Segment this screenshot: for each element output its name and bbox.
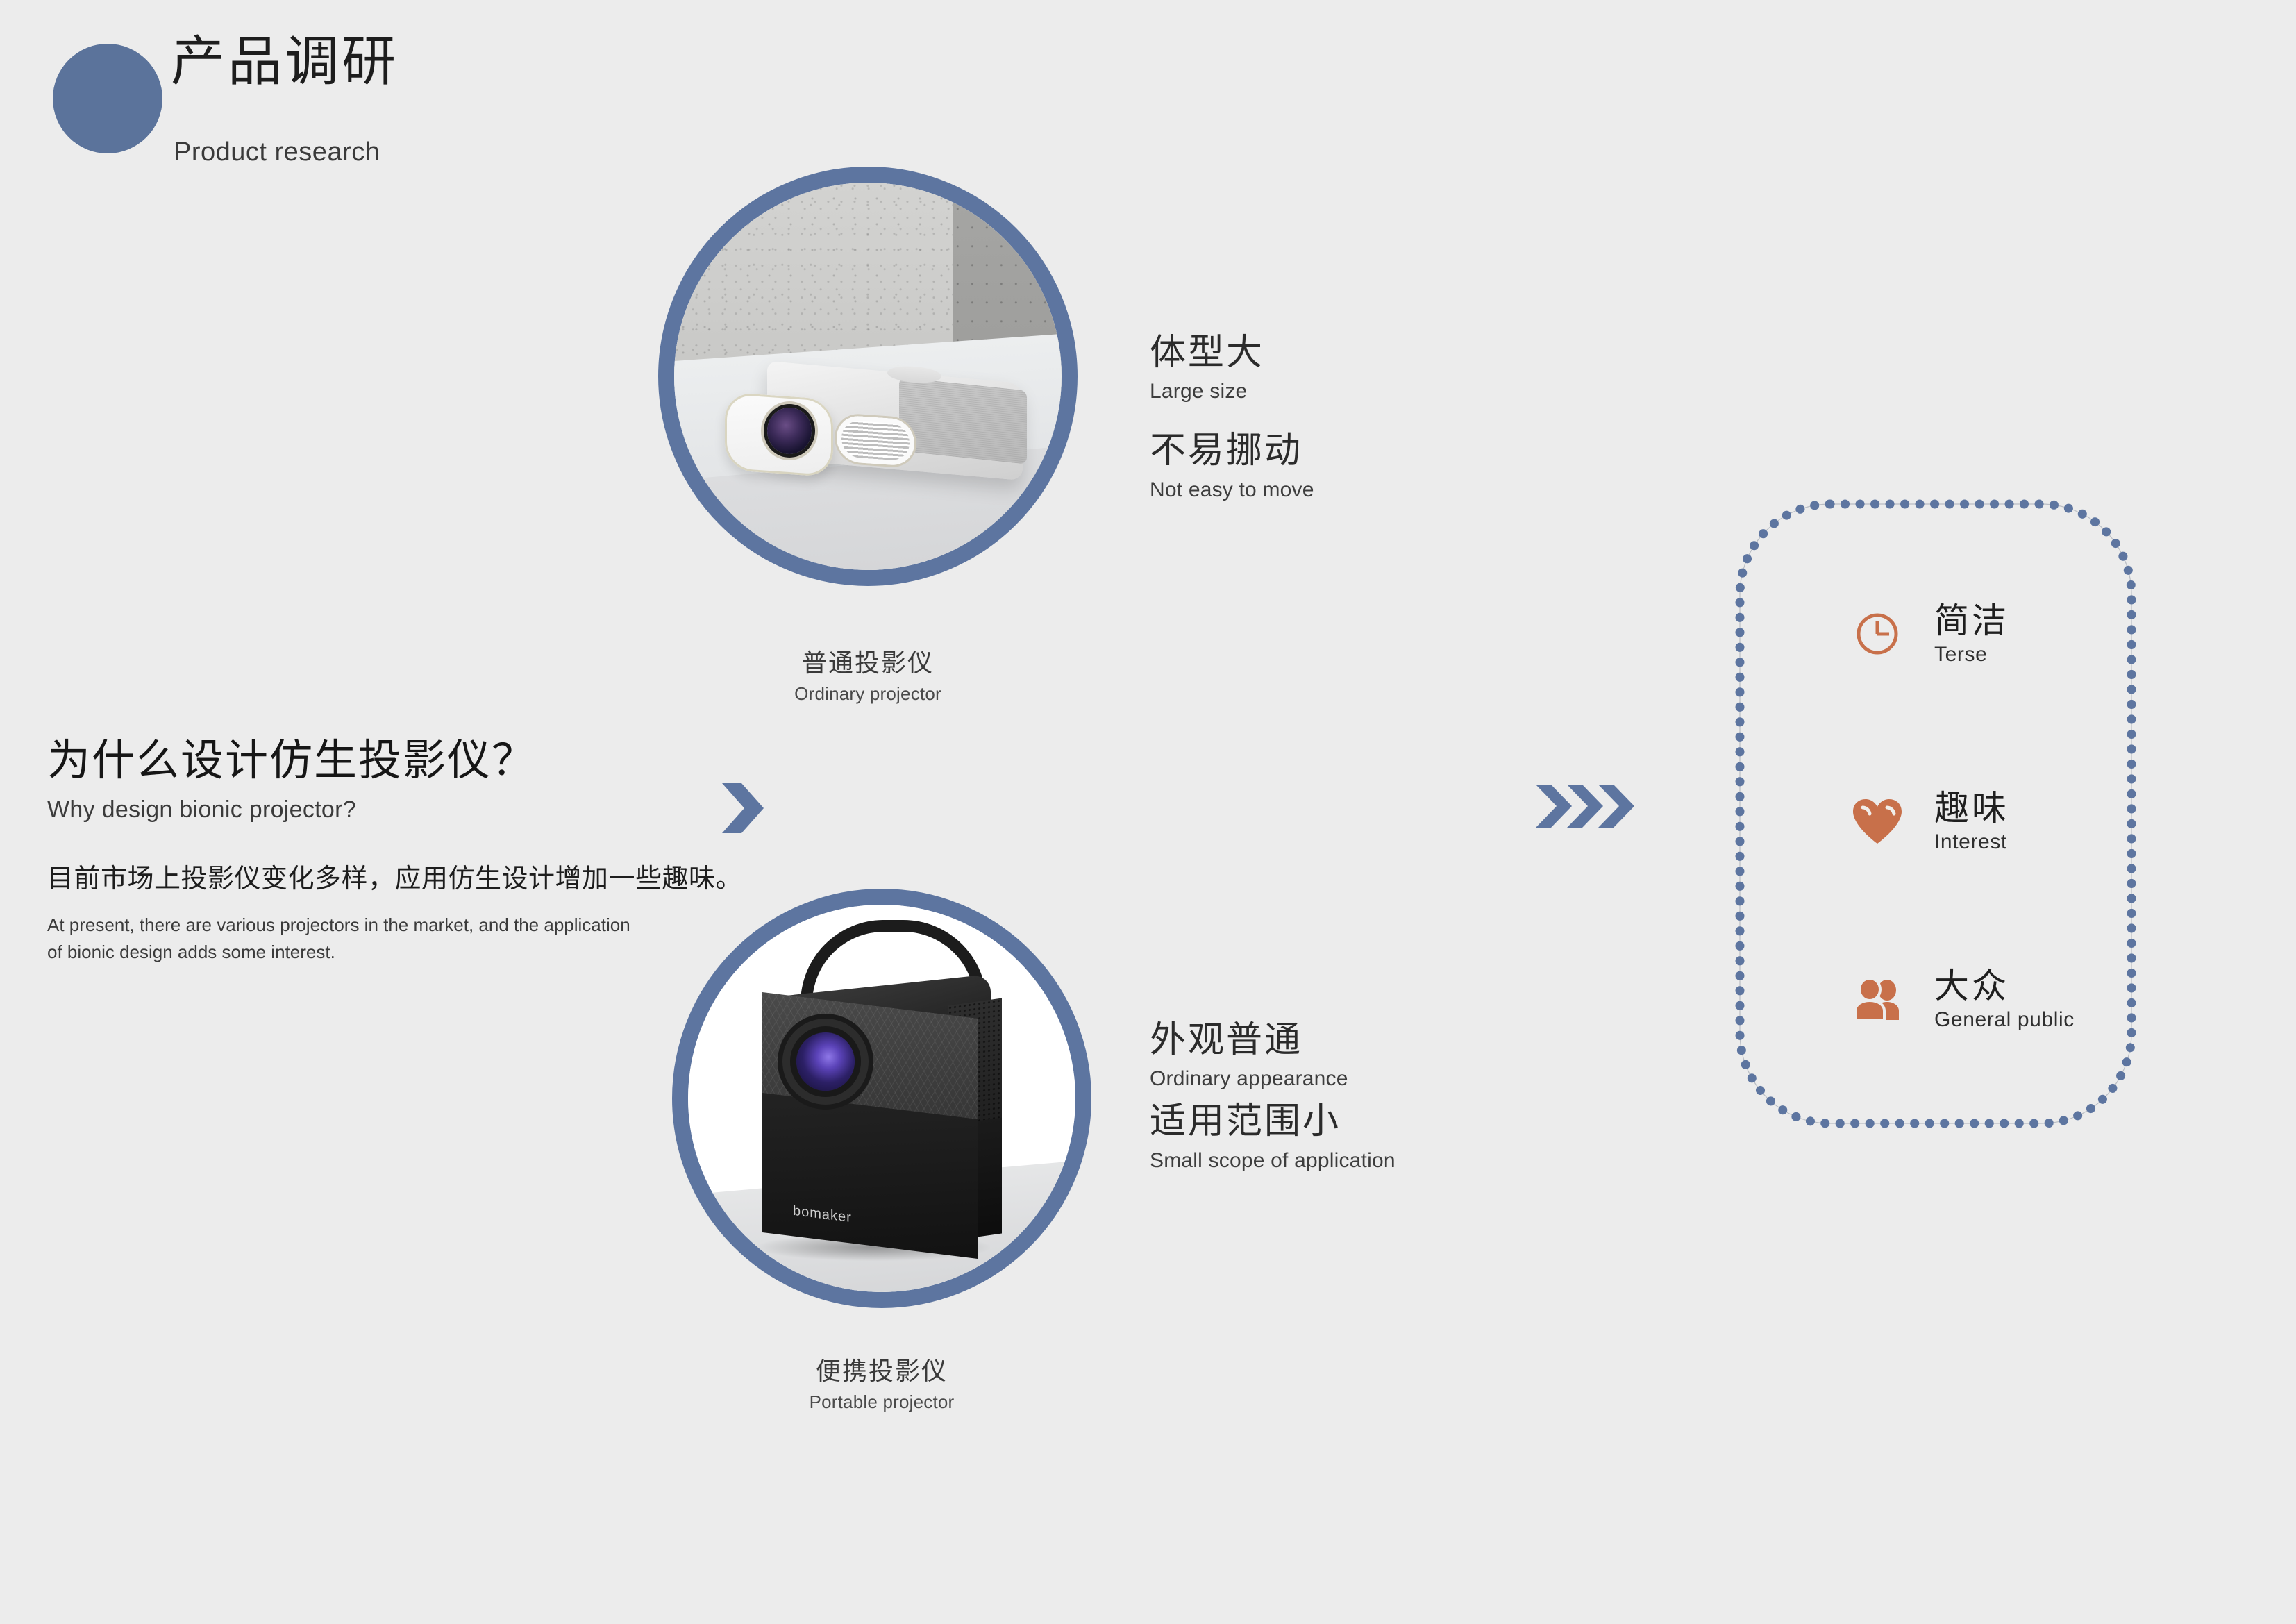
feature-2-en: Not easy to move xyxy=(1150,478,1314,501)
keyword-item-interest: 趣味 Interest xyxy=(1845,789,2009,854)
portable-projector-photo: bomaker xyxy=(688,905,1075,1292)
clock-icon xyxy=(1845,602,1909,666)
dotted-rounded-border xyxy=(1735,499,2136,1128)
keyword-en: Interest xyxy=(1934,830,2007,853)
chevron-right-triple-icon xyxy=(1536,785,1634,828)
feature-2-cn: 不易挪动 xyxy=(1150,430,1303,471)
why-design-block: 为什么设计仿生投影仪？ Why design bionic projector?… xyxy=(47,736,743,966)
heart-icon xyxy=(1845,789,1909,853)
caption-cn: 普通投影仪 xyxy=(801,648,934,677)
caption-cn: 便携投影仪 xyxy=(815,1357,948,1385)
caption-ordinary-projector: 普通投影仪 Ordinary projector xyxy=(660,643,1076,705)
keyword-item-general-public: 大众 General public xyxy=(1845,966,2075,1032)
slide-header: 产品调研 Product research xyxy=(53,31,678,167)
keyword-item-terse: 简洁 Terse xyxy=(1845,601,2009,667)
why-description-cn: 目前市场上投影仪变化多样，应用仿生设计增加一些趣味。 xyxy=(47,864,743,894)
keyword-en: Terse xyxy=(1934,643,1988,666)
keyword-text: 趣味 Interest xyxy=(1934,789,2009,854)
keyword-cn: 简洁 xyxy=(1934,601,2009,640)
keyword-cn: 趣味 xyxy=(1934,789,2009,828)
feature-1-en: Large size xyxy=(1150,380,1248,403)
caption-en: Portable projector xyxy=(809,1391,955,1412)
feature-2-cn: 适用范围小 xyxy=(1150,1101,1341,1142)
features-ordinary-projector: 体型大 Large size 不易挪动 Not easy to move xyxy=(1150,332,1314,502)
product-image-ordinary-projector xyxy=(658,167,1078,586)
why-description-en: At present, there are various projectors… xyxy=(47,914,630,963)
features-portable-projector: 外观普通 Ordinary appearance 适用范围小 Small sco… xyxy=(1150,1019,1396,1173)
feature-1-en: Ordinary appearance xyxy=(1150,1067,1348,1091)
header-decorative-circle xyxy=(53,44,162,153)
ordinary-projector-photo xyxy=(674,183,1062,570)
page-subtitle: Product research xyxy=(174,137,380,167)
people-icon xyxy=(1845,967,1909,1031)
keyword-cn: 大众 xyxy=(1934,966,2009,1005)
caption-portable-projector: 便携投影仪 Portable projector xyxy=(673,1351,1090,1413)
chevron-right-single-icon xyxy=(722,783,764,833)
keywords-panel: 简洁 Terse 趣味 Interest xyxy=(1733,497,2138,1130)
keyword-text: 简洁 Terse xyxy=(1934,601,2009,667)
keyword-en: General public xyxy=(1934,1008,2075,1031)
caption-en: Ordinary projector xyxy=(794,683,941,704)
feature-1-cn: 外观普通 xyxy=(1150,1020,1303,1060)
why-question-cn: 为什么设计仿生投影仪？ xyxy=(47,737,537,785)
why-question-en: Why design bionic projector? xyxy=(47,796,356,823)
feature-2-en: Small scope of application xyxy=(1150,1148,1396,1172)
page-title: 产品调研 xyxy=(171,31,399,92)
feature-1-cn: 体型大 xyxy=(1150,333,1265,373)
product-image-portable-projector: bomaker xyxy=(672,889,1091,1308)
keyword-text: 大众 General public xyxy=(1934,966,2075,1032)
